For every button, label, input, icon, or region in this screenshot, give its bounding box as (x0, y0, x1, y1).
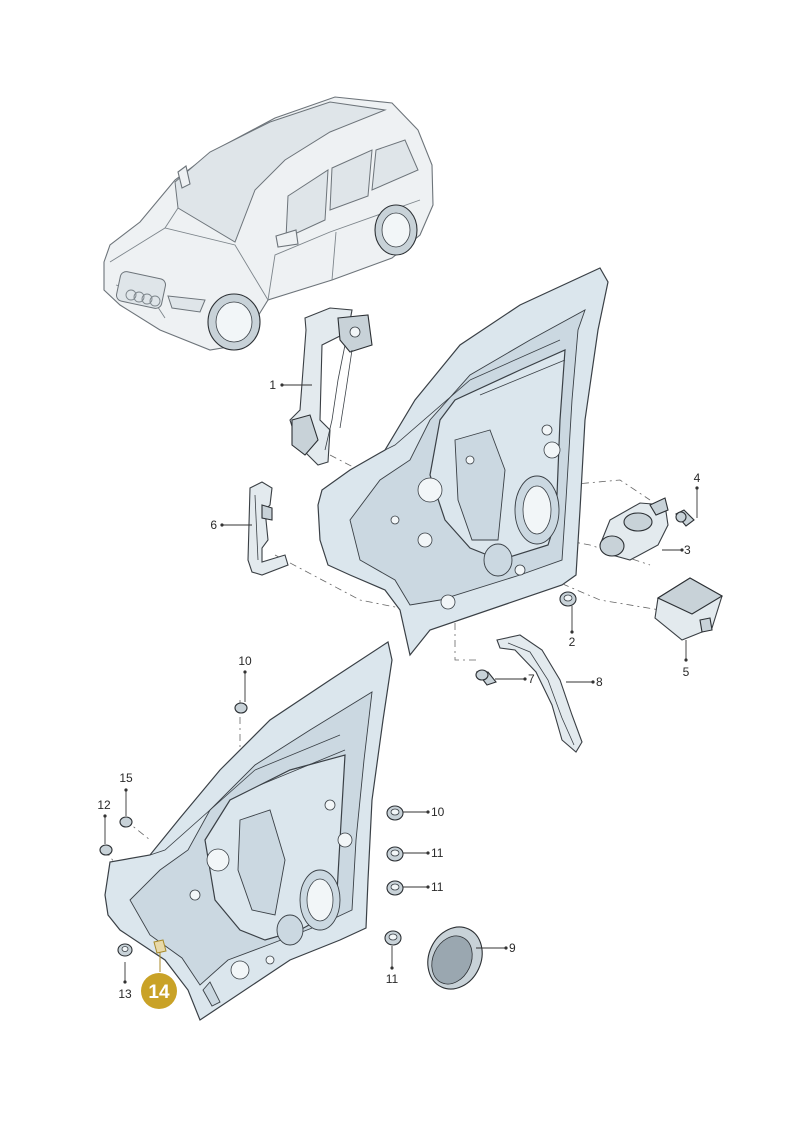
guide-rail (247, 481, 289, 576)
callout-9: 9 (509, 941, 516, 955)
leader-lines (103, 383, 699, 984)
highlight-badge-circle (141, 973, 177, 1009)
callout-labels: 1 2 3 4 5 6 7 8 9 10 10 11 11 11 12 13 1… (97, 378, 700, 1001)
callout-6: 6 (210, 518, 217, 532)
callout-11-upper: 11 (431, 846, 444, 860)
callout-15: 15 (119, 771, 133, 785)
callout-3: 3 (684, 543, 691, 557)
callout-13: 13 (118, 987, 132, 1001)
plugs (99, 702, 404, 957)
callout-7: 7 (528, 672, 535, 686)
window-motor (599, 497, 669, 561)
vehicle-illustration (103, 96, 434, 351)
nut-2 (559, 591, 577, 607)
callout-11-middle: 11 (431, 880, 444, 894)
callout-5: 5 (683, 665, 690, 679)
cover-9 (427, 926, 483, 990)
callout-2: 2 (569, 635, 576, 649)
window-channel (496, 634, 583, 753)
highlight-badge-14[interactable]: 14 (141, 973, 177, 1009)
door-control-unit (654, 577, 724, 641)
callout-1: 1 (269, 378, 276, 392)
highlight-badge-label: 14 (148, 982, 170, 1003)
callout-4: 4 (694, 471, 701, 485)
callout-8: 8 (596, 675, 603, 689)
callout-11-lower: 11 (386, 972, 399, 986)
screw-7 (475, 669, 497, 686)
callout-10-right: 10 (431, 805, 445, 819)
window-regulator (289, 307, 373, 466)
door-shell-lower (104, 641, 393, 1021)
callout-10-top: 10 (238, 654, 252, 668)
callout-12: 12 (97, 798, 111, 812)
door-shell-upper (317, 267, 609, 657)
bolt-4 (675, 509, 695, 527)
